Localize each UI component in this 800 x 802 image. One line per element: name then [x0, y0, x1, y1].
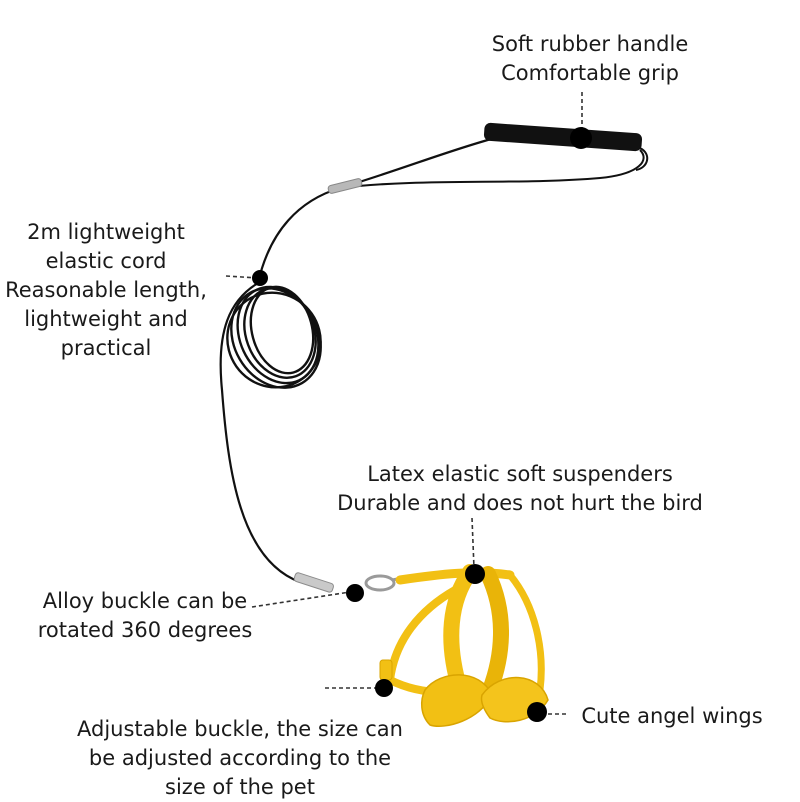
label-line: Alloy buckle can be	[42, 589, 248, 613]
label-line: Reasonable length,	[5, 278, 207, 302]
angel-wing-left	[420, 674, 493, 727]
callout-dots	[252, 127, 592, 722]
cord-ferrule	[327, 178, 363, 194]
label-alloy-buckle: Alloy buckle can be rotated 360 degrees	[20, 587, 270, 645]
label-line: Durable and does not hurt the bird	[337, 491, 703, 515]
label-line: be adjusted according to the	[88, 746, 392, 770]
label-line: practical	[60, 336, 152, 360]
label-line: Adjustable buckle, the size can	[77, 717, 403, 741]
label-line: rotated 360 degrees	[37, 618, 253, 642]
label-line: size of the pet	[165, 775, 315, 799]
bird-harness	[379, 564, 549, 727]
label-latex-suspenders: Latex elastic soft suspenders Durable an…	[310, 460, 730, 518]
cord-coil	[226, 285, 322, 389]
label-elastic-cord: 2m lightweight elastic cord Reasonable l…	[0, 218, 212, 363]
label-angel-wings: Cute angel wings	[572, 702, 772, 731]
dot-adjust	[375, 679, 393, 697]
label-line: Comfortable grip	[501, 61, 679, 85]
cord-return-strand	[339, 149, 645, 189]
label-line: elastic cord	[45, 249, 167, 273]
label-adjustable-buckle: Adjustable buckle, the size can be adjus…	[55, 715, 425, 802]
label-soft-rubber-handle: Soft rubber handle Comfortable grip	[470, 30, 710, 88]
label-line: 2m lightweight	[27, 220, 185, 244]
dot-cord	[252, 270, 268, 286]
dot-handle	[570, 127, 592, 149]
label-line: lightweight and	[24, 307, 188, 331]
elastic-cord	[219, 136, 496, 584]
label-line: Cute angel wings	[581, 704, 763, 728]
dot-suspenders	[465, 564, 485, 584]
label-line: Soft rubber handle	[491, 32, 689, 56]
label-line: Latex elastic soft suspenders	[367, 462, 673, 486]
dot-wings	[527, 702, 547, 722]
rubber-handle	[483, 122, 649, 171]
dot-alloy	[346, 584, 364, 602]
leader-lines	[225, 92, 583, 715]
